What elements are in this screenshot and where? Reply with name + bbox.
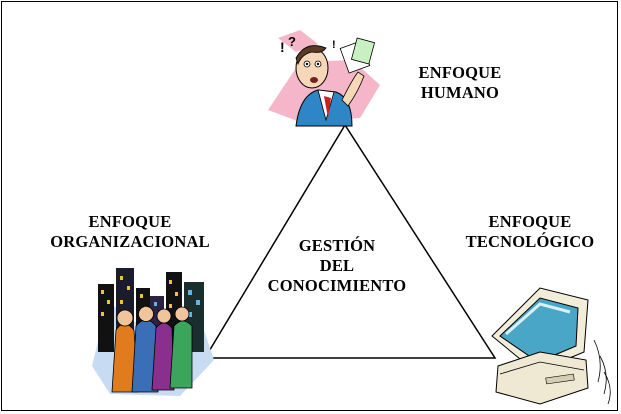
human-approach-label: ENFOQUE HUMANO	[400, 63, 520, 103]
svg-text:!: !	[280, 39, 285, 55]
knowledge-management-label-line3: CONOCIMIENTO	[267, 276, 407, 295]
technological-approach-label-line2: TECNOLÓGICO	[465, 232, 595, 251]
person-clipart-icon: ! ? !	[268, 30, 380, 127]
svg-text:!: !	[332, 39, 336, 51]
human-approach-label-line2: HUMANO	[420, 83, 500, 102]
knowledge-management-label: GESTIÓN DEL CONOCIMIENTO	[262, 236, 412, 296]
technological-approach-label-line1: ENFOQUE	[488, 212, 572, 231]
business-group-city-icon	[92, 268, 214, 396]
knowledge-management-label-line1: GESTIÓN	[298, 236, 376, 255]
technological-approach-label: ENFOQUE TECNOLÓGICO	[455, 212, 605, 252]
knowledge-triangle	[203, 123, 497, 359]
organizational-approach-label-line2: ORGANIZACIONAL	[50, 232, 210, 251]
svg-text:?: ?	[288, 34, 296, 49]
organizational-approach-label-line1: ENFOQUE	[88, 212, 172, 231]
computer-icon	[491, 287, 611, 405]
human-approach-label-line1: ENFOQUE	[418, 63, 502, 82]
knowledge-management-label-line2: DEL	[319, 256, 355, 275]
organizational-approach-label: ENFOQUE ORGANIZACIONAL	[30, 212, 230, 252]
